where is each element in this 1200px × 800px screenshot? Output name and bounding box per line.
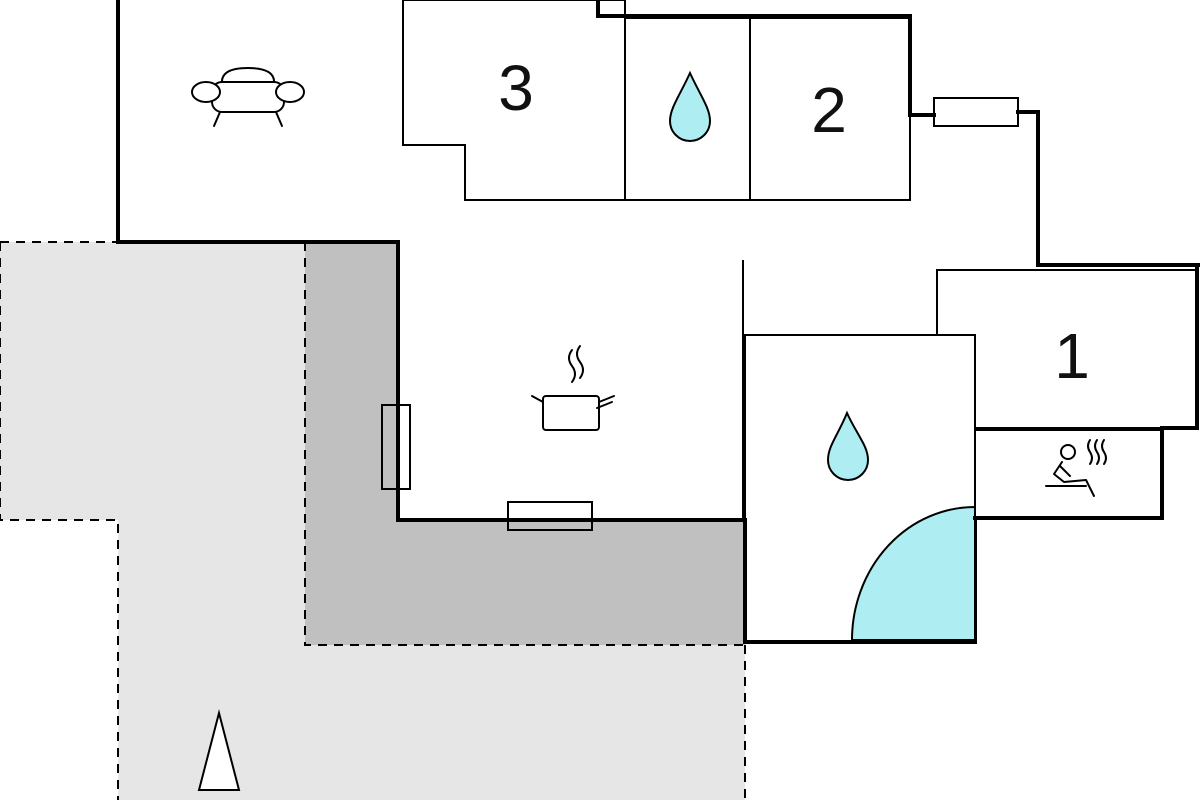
sauna-outer-wall: [973, 426, 1164, 520]
room-number-3: 3: [498, 52, 534, 124]
sauna-icon: [1045, 439, 1107, 497]
terrace-area: [0, 242, 745, 800]
shower-quarter: [850, 505, 976, 641]
covered-terrace: [305, 242, 745, 645]
north-arrow-icon: [197, 709, 241, 791]
sofa-icon: [191, 67, 305, 127]
bedroom-1-outer-wall: [1160, 263, 1199, 430]
window-left: [381, 404, 411, 490]
terrace-outline-left: [0, 242, 119, 800]
cooking-pot-icon: [531, 345, 615, 431]
bedroom-3: [402, 0, 626, 201]
window-top-right: [933, 97, 1019, 127]
room-number-1: 1: [1054, 320, 1090, 392]
window-bottom: [507, 501, 593, 531]
covered-terrace-outline: [304, 242, 745, 646]
water-drop-icon: [826, 410, 870, 481]
outer-wall-right: [1016, 110, 1200, 267]
water-drop-icon: [668, 70, 712, 142]
room-number-2: 2: [811, 74, 847, 146]
